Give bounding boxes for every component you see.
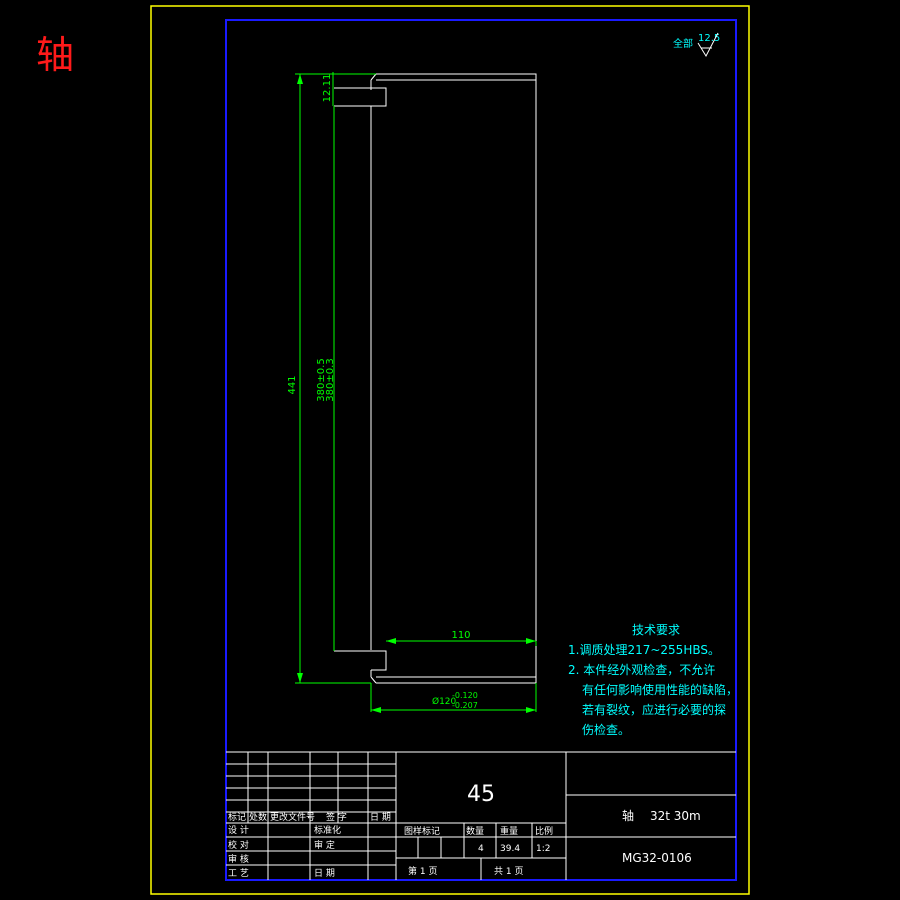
tb-part-spec: 32t 30m [650,809,701,823]
tech-requirement-line: 伤检查。 [582,722,630,737]
tb-header-standardize: 标准化 [314,824,341,836]
tb-header-date2: 日 期 [314,868,335,879]
tech-requirement-line: 有任何影响使用性能的缺陷， [582,682,738,697]
tb-header-change-doc: 更改文件号 [270,811,315,823]
dimension-lines [295,72,537,712]
tb-header-weight: 重量 [500,825,518,837]
tb-header-stage-mark: 图样标记 [404,825,440,837]
drawing-title-chinese: 轴 [36,33,75,77]
tech-requirements: 技术要求 1.调质处理217~255HBS。 2. 本件经外观检查，不允许 有任… [568,623,738,737]
tb-header-count: 处数 [249,811,267,823]
tb-part-name: 轴 [622,808,634,823]
tb-weight: 39.4 [500,844,520,854]
tb-header-design: 设 计 [228,824,249,836]
tb-header-date: 日 期 [370,812,391,823]
roughness-value: 12.5 [698,33,720,44]
tech-requirement-line: 若有裂纹，应进行必要的探 [582,702,726,717]
tb-header-process: 工 艺 [228,868,249,879]
shaft-outline [334,73,537,684]
tb-drawing-number: MG32-0106 [622,851,692,865]
tb-quantity: 4 [478,844,484,854]
dim-bore-length: 380±0.5 [316,358,327,401]
roughness-check-icon [697,32,719,58]
roughness-symbol: 全部 12.5 [673,32,720,58]
tb-header-signature: 签 字 [326,811,347,823]
dim-keyway-length: 12.11 [322,74,333,103]
tb-total: 共 1 页 [494,866,523,877]
sheet-border [150,5,750,895]
tb-material: 45 [467,782,495,807]
dimension-arrows [297,74,536,713]
tb-scale: 1:2 [536,844,550,854]
tech-requirement-line: 2. 本件经外观检查，不允许 [568,662,715,677]
tech-requirements-title: 技术要求 [632,623,680,637]
tb-header-proofread: 校 对 [228,839,249,851]
title-block [226,751,736,880]
tb-header-mark: 标记 [228,811,246,823]
dim-diameter-tol-lower: -0.207 [452,701,478,710]
tb-header-quantity: 数量 [466,825,484,837]
dim-diameter: Ø120 [432,696,457,707]
tb-sheet: 第 1 页 [408,865,437,877]
tech-requirement-line: 1.调质处理217~255HBS。 [568,643,720,657]
tb-header-scale: 比例 [535,825,553,837]
tb-header-review: 审 定 [314,839,335,851]
dim-diameter-tol-upper: -0.120 [452,691,478,700]
dim-end-length: 110 [451,630,470,641]
dim-overall-length: 441 [287,375,298,394]
tb-header-audit: 审 核 [228,853,249,865]
drawing-frame [225,19,737,881]
roughness-label: 全部 [673,37,693,50]
dim-bore-length-alt: 380±0.3 [325,358,336,401]
title-block-text: 标记 处数 更改文件号 签 字 日 期 设 计 标准化 校 对 审 定 审 核 … [228,782,701,879]
